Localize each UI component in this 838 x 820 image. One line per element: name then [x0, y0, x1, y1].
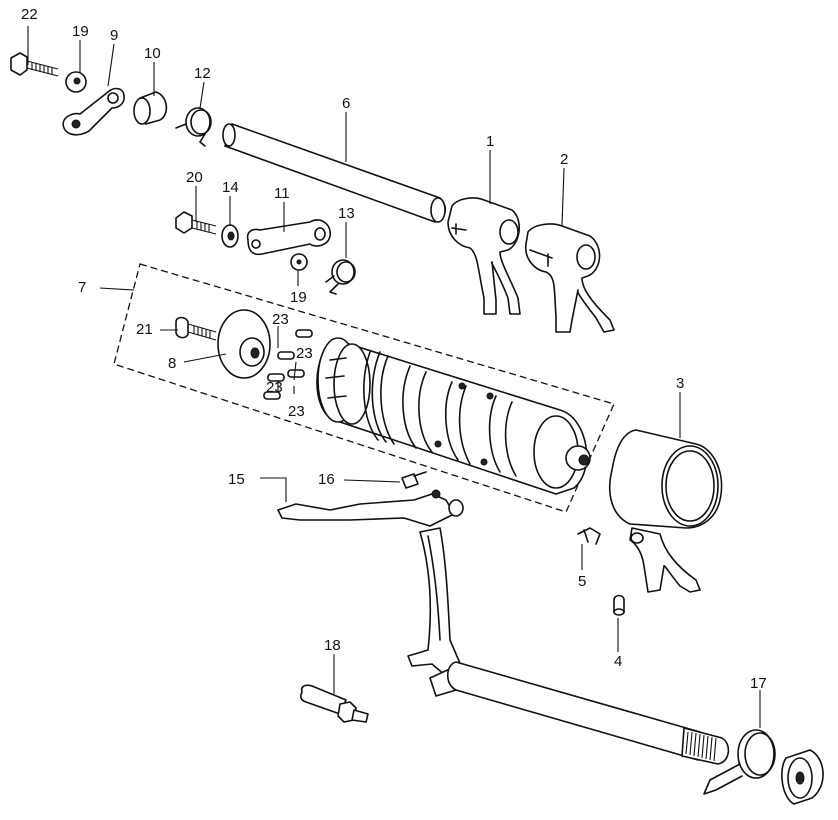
part-6-shaft: [222, 123, 447, 223]
part-10-roller: [133, 91, 168, 125]
part-3-fork-cover: [608, 429, 723, 593]
part-18-bolt: [300, 684, 369, 723]
part-5-clip: [577, 527, 601, 545]
part-8-cam-plate: [217, 309, 271, 379]
callout-2: 2: [560, 151, 568, 168]
callout-16: 16: [318, 471, 335, 488]
callout-12: 12: [194, 65, 211, 82]
callout-13: 13: [338, 205, 355, 222]
part-19-washer-top: [65, 71, 87, 93]
part-7-drum-assembly-outline: [113, 263, 615, 513]
callout-19-top: 19: [72, 23, 89, 40]
callout-23-b: 23: [296, 345, 313, 362]
callout-23-c: 23: [266, 379, 283, 396]
callout-19-middle: 19: [290, 289, 307, 306]
part-4-pin: [613, 594, 625, 616]
callout-15: 15: [228, 471, 245, 488]
part-15-shift-lever: [277, 489, 464, 527]
part-19-washer-middle: [290, 253, 308, 271]
part-9-arm: [62, 87, 125, 136]
shift-drum: [316, 337, 591, 495]
callout-11: 11: [274, 185, 290, 202]
part-11-lever: [246, 219, 331, 256]
callout-6: 6: [342, 95, 350, 112]
callout-23-d: 23: [288, 403, 305, 420]
part-16-pin: [401, 471, 427, 489]
part-20-bolt: [175, 211, 217, 235]
callout-23-a: 23: [272, 311, 289, 328]
callout-4: 4: [614, 653, 622, 670]
part-22-screw: [175, 316, 217, 341]
part-13-spring: [325, 259, 356, 295]
callout-7: 7: [78, 279, 86, 296]
callout-21: 22: [21, 6, 38, 23]
callout-18: 18: [324, 637, 341, 654]
spindle-nut: [781, 749, 824, 805]
callout-labels: 22 19 9 10 12 6 1 2 20 14 11 13 19 7 21 …: [21, 6, 767, 692]
callout-14: 14: [222, 179, 239, 196]
callout-10: 10: [144, 45, 161, 62]
part-21-bolt: [10, 52, 59, 77]
part-17-return-spring: [703, 729, 776, 795]
callout-3: 3: [676, 375, 684, 392]
gearshift-spindle-shaft: [446, 661, 730, 765]
leader-lines: [27, 26, 761, 728]
part-2-fork: [524, 223, 615, 333]
callout-22: 21: [136, 321, 153, 338]
callout-5: 5: [578, 573, 586, 590]
part-14-nut: [221, 224, 239, 248]
callout-17: 17: [750, 675, 767, 692]
callout-20: 20: [186, 169, 203, 186]
callout-9: 9: [110, 27, 118, 44]
part-23-pins: [263, 329, 313, 400]
callout-8: 8: [168, 355, 176, 372]
callout-1: 1: [486, 133, 494, 150]
part-1-fork: [447, 197, 521, 315]
part-12-spring: [175, 107, 212, 147]
